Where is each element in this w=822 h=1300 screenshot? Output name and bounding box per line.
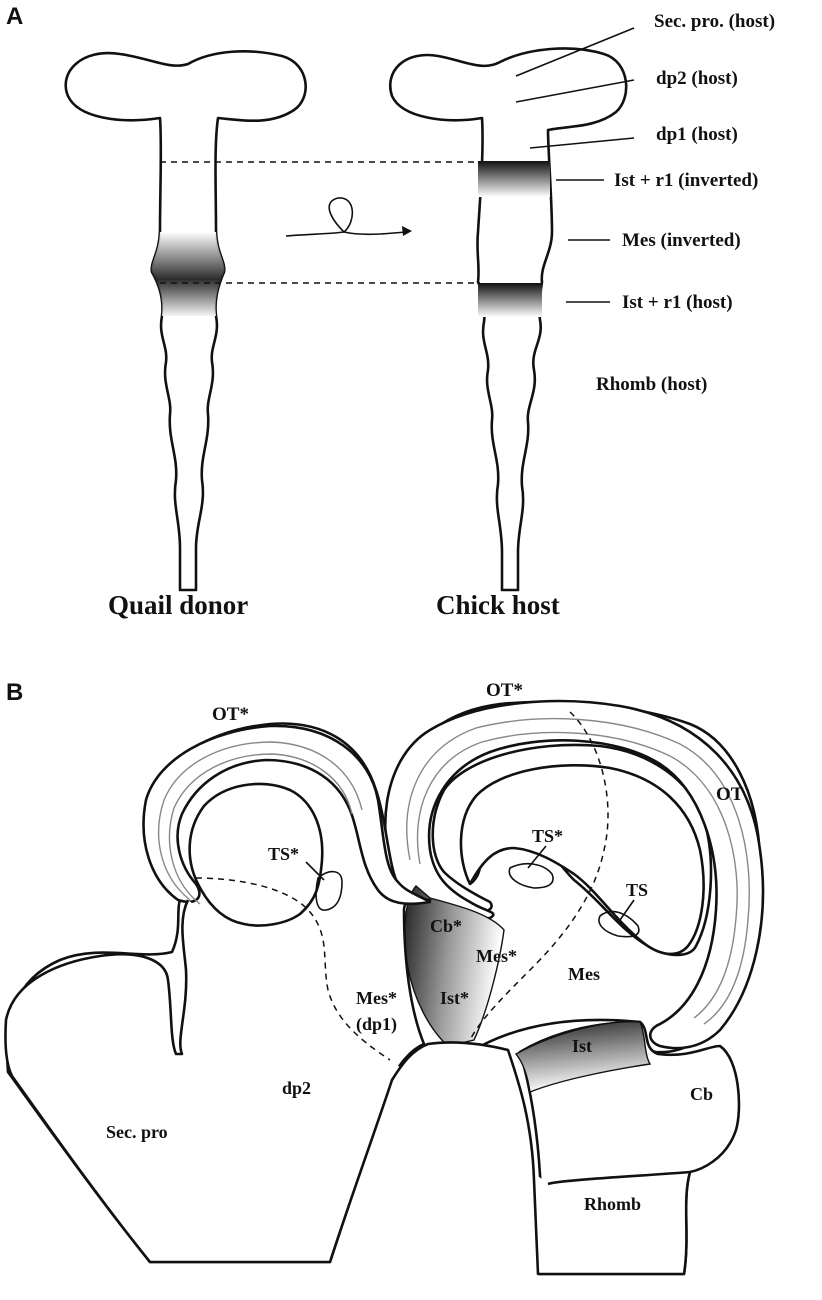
right-ventricle <box>459 764 705 956</box>
left-tectal-layer-inner <box>168 753 353 905</box>
caption-quail-donor: Quail donor <box>108 590 248 620</box>
ts-nucleus <box>598 910 640 938</box>
panel-b-letter: B <box>6 679 23 706</box>
rotation-arrow <box>285 197 412 237</box>
label-mes: Mes <box>568 964 600 984</box>
label-ist-r1-inverted: Ist + r1 (inverted) <box>614 170 758 191</box>
label-ist-star: Ist* <box>440 988 469 1008</box>
right-tectal-layer-outer <box>406 717 750 1025</box>
label-ts-star-right: TS* <box>532 826 563 846</box>
label-cb-star: Cb* <box>430 916 462 936</box>
host-inverted-isthmic-band <box>478 161 550 197</box>
leader-ts-star-left <box>305 861 325 881</box>
label-dp2: dp2 <box>282 1078 311 1098</box>
label-ist-r1-host: Ist + r1 (host) <box>622 292 733 313</box>
quail-donor-neural-tube <box>64 50 307 592</box>
host-isthmic-band <box>478 283 542 317</box>
leader-sec-pro <box>515 27 635 77</box>
right-optic-tectum <box>383 699 765 1050</box>
label-mes-star: Mes* <box>476 946 517 966</box>
leader-ts <box>619 899 635 921</box>
ts-star-left-nucleus <box>315 870 343 911</box>
ist-host-gradient-region <box>514 1021 652 1093</box>
label-ts-star-left: TS* <box>268 844 299 864</box>
label-sec-pro: Sec. pro <box>106 1122 168 1142</box>
label-dp2-host: dp2 (host) <box>656 68 738 89</box>
panel-a-letter: A <box>6 3 23 30</box>
donor-isthmic-band <box>151 232 225 316</box>
label-sec-pro-host: Sec. pro. (host) <box>654 11 775 32</box>
label-ts: TS <box>626 880 648 900</box>
leader-dp2 <box>515 79 635 103</box>
chick-host-neural-tube <box>389 47 628 592</box>
label-rhomb-host: Rhomb (host) <box>596 374 707 395</box>
right-tectal-layer-inner <box>416 731 738 1019</box>
label-ot-star-left: OT* <box>212 704 249 725</box>
left-ventricle <box>188 782 324 927</box>
dashed-boundary-right <box>469 711 609 1041</box>
left-tectal-layer-outer <box>157 741 363 901</box>
label-ot: OT <box>716 784 744 805</box>
label-cb: Cb <box>690 1084 713 1104</box>
leader-dp1 <box>529 137 635 149</box>
ts-star-right-nucleus <box>508 862 554 889</box>
label-ot-star-right: OT* <box>486 680 523 701</box>
label-mes-star-dp1: Mes* <box>356 988 397 1008</box>
donor-forebrain-body <box>4 899 692 1276</box>
label-dp1-paren: (dp1) <box>356 1014 397 1035</box>
caption-chick-host: Chick host <box>436 590 560 620</box>
label-mes-inverted: Mes (inverted) <box>622 230 741 251</box>
left-optic-tectum-star <box>142 724 432 906</box>
label-ist: Ist <box>572 1036 592 1056</box>
leader-ts-star-right <box>527 845 547 869</box>
label-dp1-host: dp1 (host) <box>656 124 738 145</box>
label-rhomb: Rhomb <box>584 1194 641 1214</box>
dashed-boundary-left <box>195 877 391 1061</box>
